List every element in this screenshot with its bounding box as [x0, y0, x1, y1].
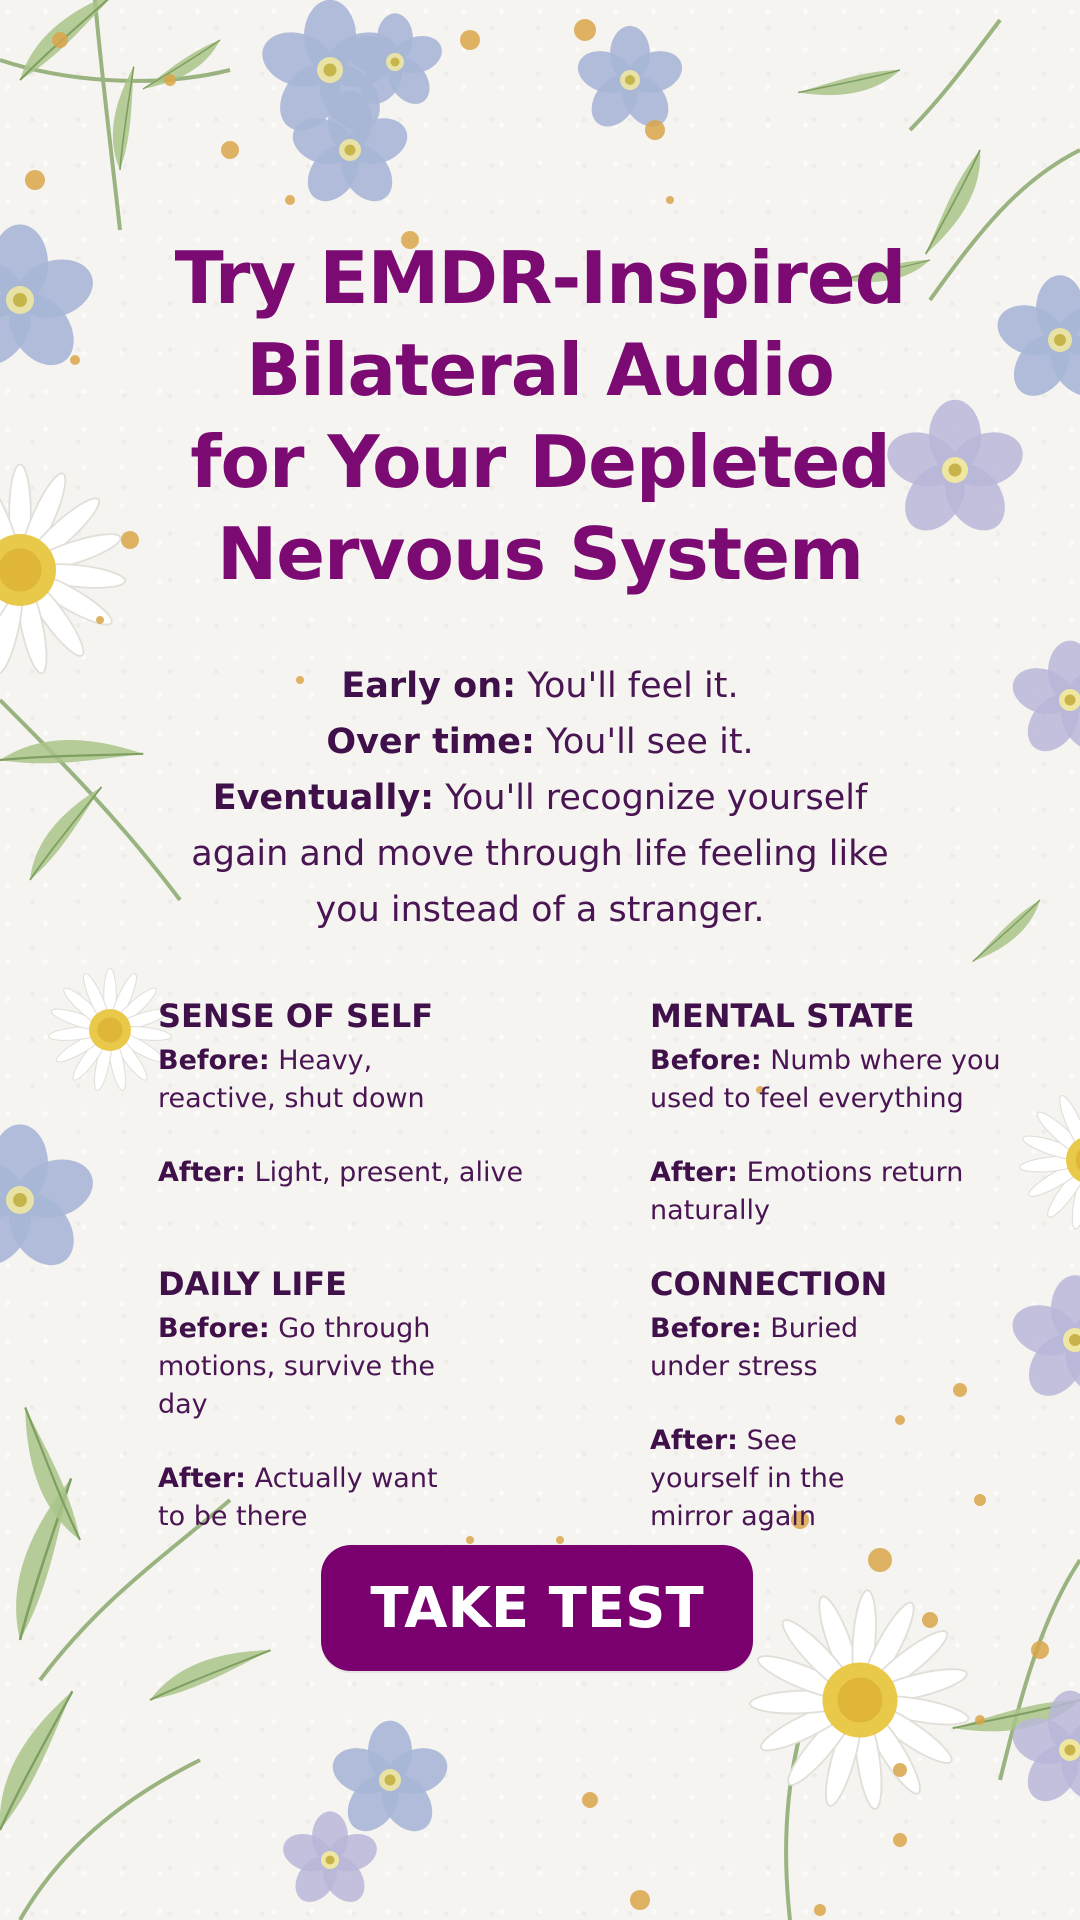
- before-after-grid: SENSE OF SELF Before: Heavy, reactive, s…: [158, 996, 1018, 1536]
- headline-line-1: Try EMDR-Inspired: [174, 236, 907, 320]
- headline-line-2: Bilateral Audio: [246, 328, 835, 412]
- card-mental-state: MENTAL STATE Before: Numb where you used…: [650, 996, 1018, 1230]
- card-title: MENTAL STATE: [650, 997, 915, 1035]
- intro-text: Early on: You'll feel it. Over time: You…: [170, 658, 910, 938]
- headline-line-3: for Your Depleted: [190, 420, 891, 504]
- after-text: Emotions return naturally: [650, 1157, 964, 1226]
- after-text: See yourself in the mirror again: [650, 1425, 845, 1532]
- before-label: Before:: [158, 1045, 270, 1076]
- before-label: Before:: [650, 1313, 762, 1344]
- after-label: After:: [158, 1157, 246, 1188]
- before-text: Go through motions, survive the day: [158, 1313, 436, 1420]
- card-title: CONNECTION: [650, 1265, 888, 1303]
- card-after: After: Light, present, alive: [158, 1154, 650, 1192]
- card-sense-of-self: SENSE OF SELF Before: Heavy, reactive, s…: [158, 996, 650, 1230]
- intro-early: Early on: You'll feel it.: [170, 658, 910, 714]
- card-title: DAILY LIFE: [158, 1265, 347, 1303]
- card-before: Before: Heavy, reactive, shut down: [158, 1042, 488, 1118]
- after-text: Light, present, alive: [245, 1157, 524, 1188]
- intro-eventually: Eventually: You'll recognize yourself ag…: [170, 770, 910, 938]
- after-label: After:: [650, 1157, 738, 1188]
- intro-overtime: Over time: You'll see it.: [170, 714, 910, 770]
- after-label: After:: [650, 1425, 738, 1456]
- before-label: Before:: [650, 1045, 762, 1076]
- intro-overtime-label: Over time:: [326, 722, 536, 762]
- before-text: Buried under stress: [650, 1313, 859, 1382]
- intro-eventually-text: You'll recognize yourself again and move…: [191, 778, 889, 930]
- intro-overtime-text: You'll see it.: [535, 722, 754, 762]
- card-after: After: Emotions return naturally: [650, 1154, 1018, 1230]
- card-title: SENSE OF SELF: [158, 997, 434, 1035]
- card-connection: CONNECTION Before: Buried under stress A…: [650, 1264, 1018, 1536]
- after-label: After:: [158, 1463, 246, 1494]
- after-text: Actually want to be there: [158, 1463, 438, 1532]
- card-before: Before: Numb where you used to feel ever…: [650, 1042, 1018, 1118]
- headline-line-4: Nervous System: [216, 512, 864, 596]
- card-after: After: Actually want to be there: [158, 1460, 448, 1536]
- before-label: Before:: [158, 1313, 270, 1344]
- intro-eventually-label: Eventually:: [212, 778, 435, 818]
- card-before: Before: Go through motions, survive the …: [158, 1310, 488, 1424]
- card-daily-life: DAILY LIFE Before: Go through motions, s…: [158, 1264, 650, 1536]
- headline: Try EMDR-Inspired Bilateral Audio for Yo…: [140, 232, 940, 600]
- intro-early-text: You'll feel it.: [516, 666, 739, 706]
- take-test-button[interactable]: TAKE TEST: [321, 1545, 753, 1671]
- card-after: After: See yourself in the mirror again: [650, 1422, 910, 1536]
- before-text: Numb where you used to feel everything: [650, 1045, 1001, 1114]
- intro-early-label: Early on:: [341, 666, 517, 706]
- card-before: Before: Buried under stress: [650, 1310, 880, 1386]
- before-text: Heavy, reactive, shut down: [158, 1045, 425, 1114]
